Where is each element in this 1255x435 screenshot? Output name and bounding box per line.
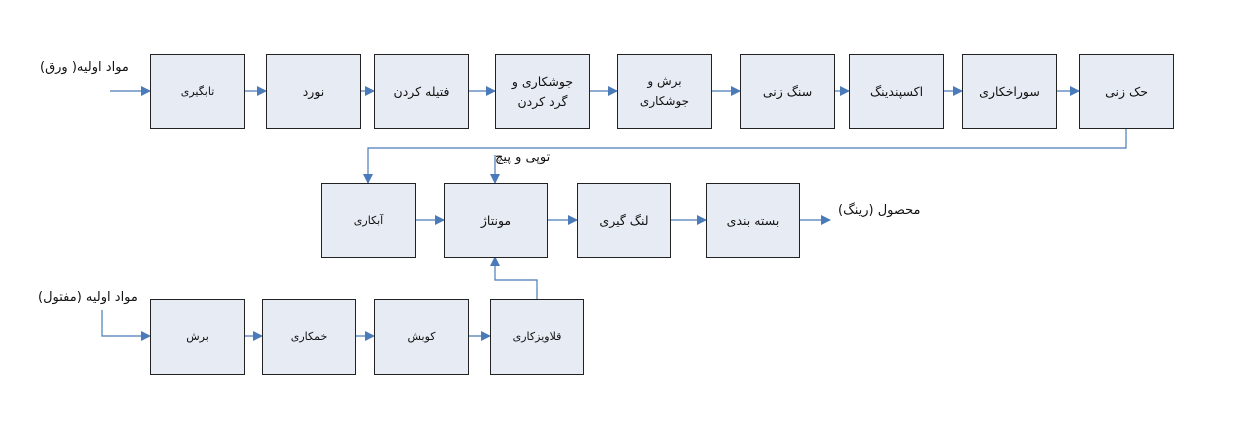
arrow-row3-to-assembly bbox=[490, 256, 538, 299]
step-box: اکسپندینگ bbox=[849, 54, 944, 129]
step-box: کوبش bbox=[374, 299, 469, 375]
step-box: تابگیری bbox=[150, 54, 245, 129]
step-box: فتیله کردن bbox=[374, 54, 469, 129]
step-box: خمکاری bbox=[262, 299, 356, 375]
step-box: مونتاژ bbox=[444, 183, 548, 258]
step-box: نورد bbox=[266, 54, 361, 129]
step-box: بسته بندی bbox=[706, 183, 800, 258]
step-box: حک زنی bbox=[1079, 54, 1174, 129]
step-box: قلاویزکاری bbox=[490, 299, 584, 375]
input-label-sheet: مواد اولیه( ورق) bbox=[40, 60, 129, 75]
arrow-wire-input bbox=[101, 310, 151, 341]
arrow-row1-to-row2 bbox=[363, 128, 1127, 184]
input-label-hub-screw: توپی و پیچ bbox=[495, 150, 551, 165]
output-label: محصول (رینگ) bbox=[838, 203, 921, 218]
step-box: سنگ زنی bbox=[740, 54, 835, 129]
input-label-wire: مواد اولیه (مفتول) bbox=[38, 290, 138, 305]
step-box: آبکاری bbox=[321, 183, 416, 258]
step-box: برش و جوشکاری bbox=[617, 54, 712, 129]
step-box: برش bbox=[150, 299, 245, 375]
step-box: جوشکاری و گرد کردن bbox=[495, 54, 590, 129]
step-box: سوراخکاری bbox=[962, 54, 1057, 129]
step-box: لنگ گیری bbox=[577, 183, 671, 258]
